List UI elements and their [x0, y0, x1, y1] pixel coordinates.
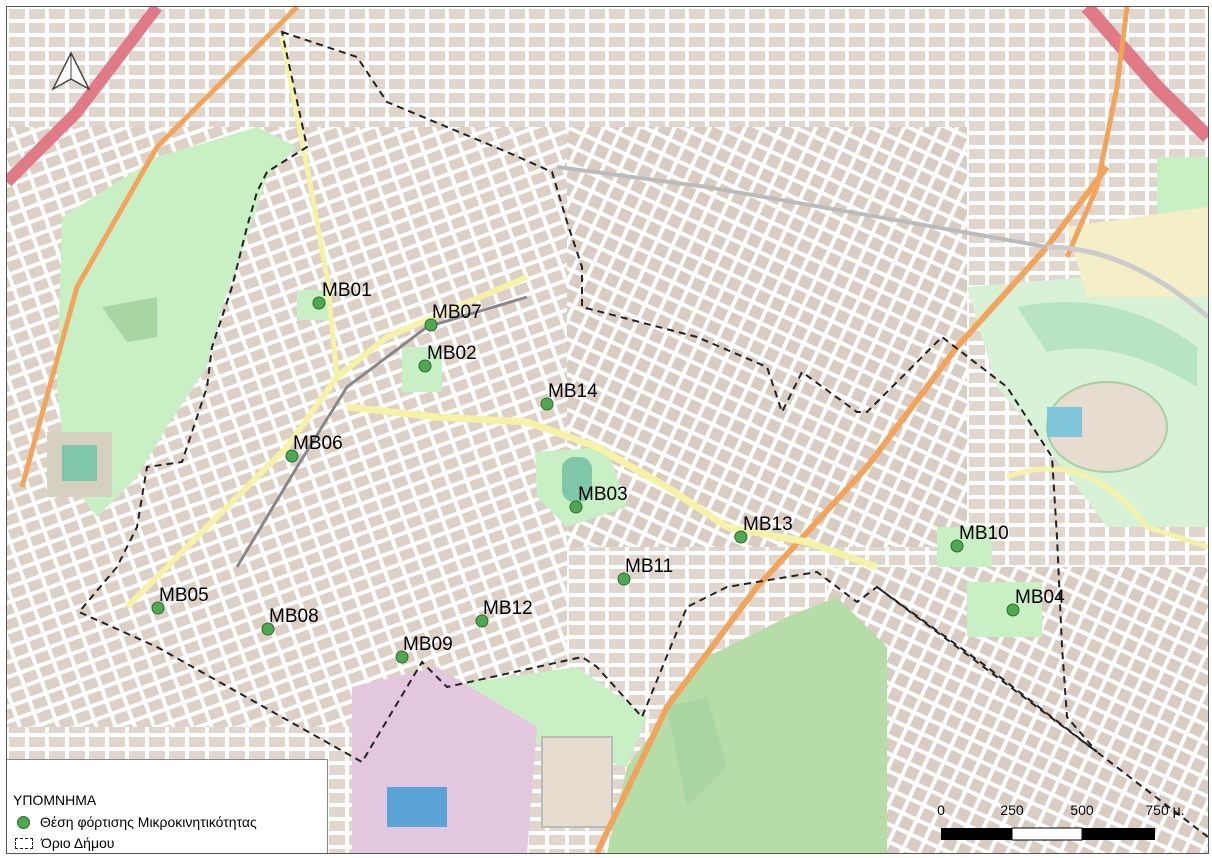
station-label: MB04 — [1015, 587, 1065, 608]
station-mb11[interactable]: MB11 — [617, 556, 673, 586]
station-label: MB10 — [959, 523, 1009, 544]
park-mb10 — [937, 527, 992, 567]
municipality-boundary — [77, 30, 1098, 764]
station-mb04[interactable]: MB04 — [1006, 587, 1065, 617]
legend-item-label: Όριο Δήμου — [41, 835, 115, 851]
tennis-courts — [387, 787, 447, 827]
station-label: MB02 — [427, 343, 477, 364]
station-label: MB07 — [432, 302, 482, 323]
station-mb02[interactable]: MB02 — [418, 343, 477, 373]
ring-road-east — [1046, 244, 1208, 319]
green-dot-icon — [17, 815, 30, 829]
station-mb05[interactable]: MB05 — [151, 585, 209, 615]
avenue-central — [346, 403, 879, 571]
park-mb04 — [967, 582, 1042, 637]
station-mb10[interactable]: MB10 — [950, 523, 1009, 553]
station-label: MB12 — [483, 598, 533, 619]
park-west — [57, 127, 297, 517]
map-frame[interactable]: MB01 MB07 MB02 MB14 MB06 MB03 MB13 MB10 — [6, 6, 1209, 854]
legend-item-charging-station: Θέση φόρτισης Μικροκινητικότητας — [15, 814, 257, 830]
avenue-north-south — [279, 36, 340, 378]
forest-hill — [607, 597, 887, 853]
dashed-box-icon — [15, 837, 33, 849]
university-area — [1067, 207, 1208, 297]
green-strip-south — [667, 697, 727, 807]
scale-bar-graphic — [941, 827, 1155, 841]
olympic-ring — [1017, 302, 1197, 387]
avenue-northwest — [19, 7, 299, 488]
north-arrow-icon — [51, 51, 91, 91]
avenue-north — [1064, 7, 1130, 258]
track-central — [562, 457, 592, 502]
scale-tick-label: 750 μ. — [1145, 802, 1185, 818]
road-east-west — [556, 165, 1048, 249]
park-west-patch — [102, 297, 157, 342]
station-label: MB08 — [269, 606, 319, 627]
map-canvas[interactable]: MB01 MB07 MB02 MB14 MB06 MB03 MB13 MB10 — [7, 7, 1208, 853]
station-mb12[interactable]: MB12 — [475, 598, 533, 628]
pool-area — [1047, 407, 1082, 437]
scale-bar: 0 250 500 750 μ. — [937, 802, 1199, 848]
station-mb03[interactable]: MB03 — [569, 484, 628, 514]
station-label: MB14 — [548, 381, 598, 402]
station-label: MB05 — [159, 585, 209, 606]
scale-tick-label: 250 — [1000, 802, 1024, 818]
legend-title: ΥΠΟΜΝΗΜΑ — [13, 792, 97, 808]
station-label: MB01 — [322, 280, 372, 301]
station-label: MB11 — [625, 556, 673, 577]
track-south — [541, 736, 613, 828]
legend-item-label: Θέση φόρτισης Μικροκινητικότητας — [40, 814, 257, 830]
station-mb06[interactable]: MB06 — [285, 433, 343, 463]
legend-item-boundary: Όριο Δήμου — [15, 835, 114, 851]
station-mb08[interactable]: MB08 — [261, 606, 319, 636]
scale-tick-label: 0 — [937, 802, 945, 818]
station-label: MB09 — [403, 634, 453, 655]
station-label: MB03 — [578, 484, 628, 505]
station-label: MB06 — [293, 433, 343, 454]
stadium-field-west — [62, 445, 97, 481]
station-mb07[interactable]: MB07 — [424, 302, 482, 332]
road-east-curve — [1006, 466, 1208, 550]
rail-line — [235, 295, 528, 568]
map-legend: ΥΠΟΜΝΗΜΑ Θέση φόρτισης Μικροκινητικότητα… — [7, 759, 328, 853]
station-mb13[interactable]: MB13 — [734, 514, 793, 544]
motorway-northwest — [7, 7, 162, 187]
station-label: MB13 — [743, 514, 793, 535]
station-mb14[interactable]: MB14 — [540, 381, 598, 411]
station-mb09[interactable]: MB09 — [395, 634, 453, 664]
scale-tick-label: 500 — [1070, 802, 1094, 818]
station-mb01[interactable]: MB01 — [312, 280, 372, 310]
motorway-northeast — [1081, 7, 1208, 142]
